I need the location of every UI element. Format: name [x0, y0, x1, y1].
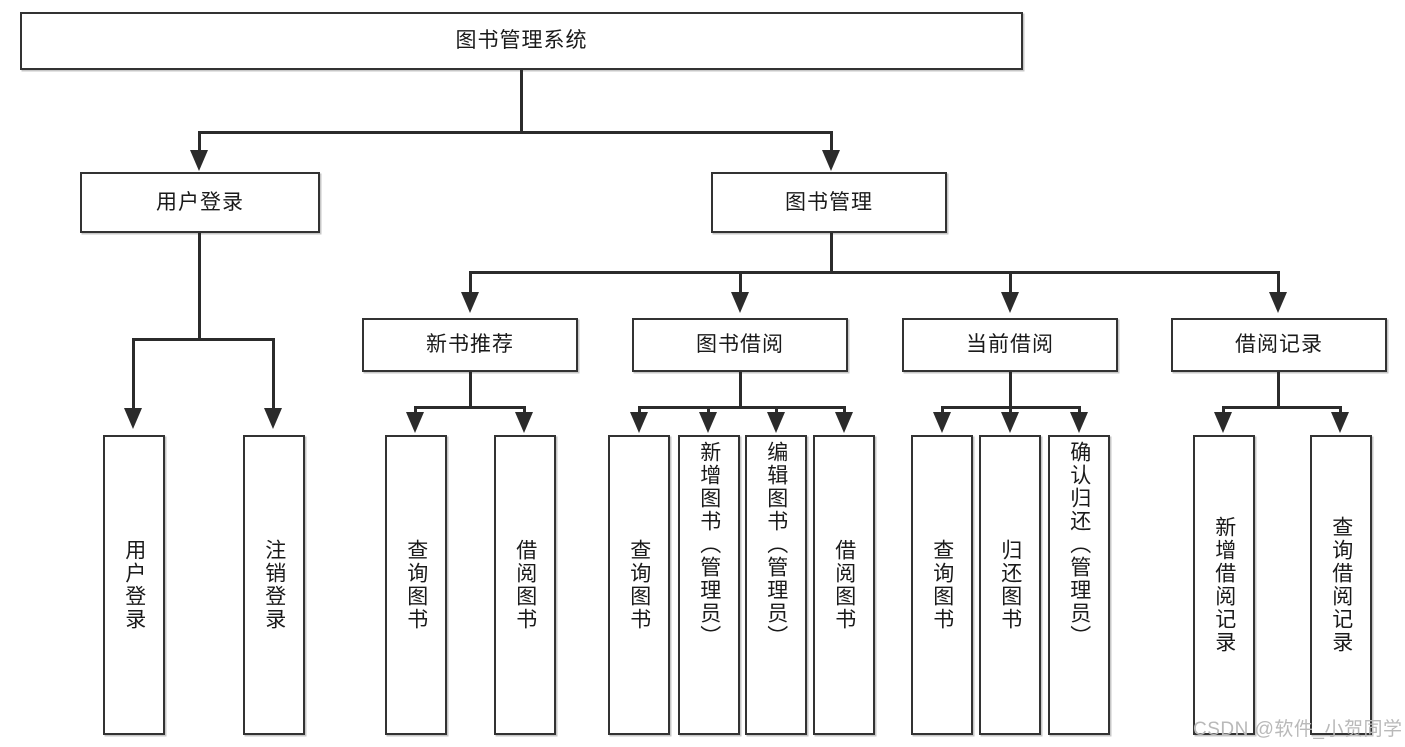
node-root[interactable]: 图书管理系统: [20, 12, 1023, 70]
arrowhead-leaf-query-record: [1331, 412, 1349, 433]
connector-borrow-record-stem: [1277, 372, 1280, 408]
leaf-query-book-1-label: 查询图书: [404, 539, 428, 631]
node-user-login-label: 用户登录: [156, 190, 244, 214]
connector-current-borrow-stem: [1009, 372, 1012, 408]
arrowhead-leaf-borrow-book-2: [835, 412, 853, 433]
connector-user-login-bus: [132, 338, 272, 341]
connector-drop-leaf-add-book: [707, 406, 710, 414]
node-book-borrow[interactable]: 图书借阅: [632, 318, 848, 372]
leaf-confirm-return-label: 确认归还（管理员）: [1067, 441, 1091, 648]
leaf-user-login[interactable]: 用户登录: [103, 435, 165, 735]
node-book-manage-label: 图书管理: [785, 190, 873, 214]
connector-drop-leaf-edit-book: [775, 406, 778, 414]
arrowhead-leaf-logout: [264, 408, 282, 429]
leaf-return-book-label: 归还图书: [998, 539, 1022, 631]
connector-drop-leaf-confirm-return: [1078, 406, 1081, 414]
connector-drop-leaf-query-book-2: [638, 406, 641, 414]
leaf-query-book-3[interactable]: 查询图书: [911, 435, 973, 735]
leaf-add-book[interactable]: 新增图书（管理员）: [678, 435, 740, 735]
leaf-borrow-book-2-label: 借阅图书: [832, 539, 856, 631]
leaf-query-book-2-label: 查询图书: [627, 539, 651, 631]
csdn-watermark: CSDN @软件_小贺同学: [1193, 719, 1403, 740]
arrowhead-leaf-query-book-1: [406, 412, 424, 433]
arrowhead-leaf-query-book-2: [630, 412, 648, 433]
connector-drop-leaf-query-book-1: [414, 406, 417, 414]
connector-root-stem: [520, 70, 523, 133]
connector-drop-leaf-query-book-3: [941, 406, 944, 414]
arrowhead-new-book: [461, 292, 479, 313]
connector-drop-book-manage: [830, 131, 833, 153]
node-borrow-record-label: 借阅记录: [1235, 333, 1323, 357]
connector-new-book-bus: [414, 406, 526, 409]
leaf-borrow-book-1[interactable]: 借阅图书: [494, 435, 556, 735]
arrowhead-current-borrow: [1001, 292, 1019, 313]
leaf-add-book-label: 新增图书（管理员）: [697, 441, 721, 648]
connector-drop-new-book: [469, 271, 472, 293]
leaf-logout[interactable]: 注销登录: [243, 435, 305, 735]
leaf-return-book[interactable]: 归还图书: [979, 435, 1041, 735]
arrowhead-leaf-add-book: [699, 412, 717, 433]
leaf-confirm-return[interactable]: 确认归还（管理员）: [1048, 435, 1110, 735]
node-new-book-recommend-label: 新书推荐: [426, 333, 514, 357]
leaf-add-record[interactable]: 新增借阅记录: [1193, 435, 1255, 735]
arrowhead-book-manage: [822, 150, 840, 171]
node-user-login[interactable]: 用户登录: [80, 172, 320, 233]
connector-new-book-stem: [469, 372, 472, 408]
connector-drop-leaf-return-book: [1009, 406, 1012, 414]
connector-user-login-stem: [198, 233, 201, 340]
node-current-borrow-label: 当前借阅: [966, 333, 1054, 357]
connector-drop-leaf-borrow-book-1: [523, 406, 526, 414]
arrowhead-leaf-borrow-book-1: [515, 412, 533, 433]
connector-drop-leaf-query-record: [1339, 406, 1342, 414]
arrowhead-leaf-edit-book: [767, 412, 785, 433]
arrowhead-leaf-query-book-3: [933, 412, 951, 433]
node-borrow-record[interactable]: 借阅记录: [1171, 318, 1387, 372]
leaf-logout-label: 注销登录: [262, 539, 286, 631]
node-book-manage[interactable]: 图书管理: [711, 172, 947, 233]
connector-book-manage-stem: [830, 233, 833, 273]
node-new-book-recommend[interactable]: 新书推荐: [362, 318, 578, 372]
leaf-query-record[interactable]: 查询借阅记录: [1310, 435, 1372, 735]
arrowhead-leaf-confirm-return: [1070, 412, 1088, 433]
connector-borrow-record-bus: [1222, 406, 1342, 409]
connector-drop-borrow-record: [1277, 271, 1280, 293]
node-root-label: 图书管理系统: [455, 29, 588, 53]
arrowhead-borrow-record: [1269, 292, 1287, 313]
arrowhead-leaf-user-login: [124, 408, 142, 429]
connector-book-borrow-bus: [638, 406, 846, 409]
leaf-query-record-label: 查询借阅记录: [1329, 516, 1353, 654]
leaf-borrow-book-2[interactable]: 借阅图书: [813, 435, 875, 735]
arrowhead-leaf-return-book: [1001, 412, 1019, 433]
leaf-add-record-label: 新增借阅记录: [1212, 516, 1236, 654]
leaf-borrow-book-1-label: 借阅图书: [513, 539, 537, 631]
connector-drop-current-borrow: [1009, 271, 1012, 293]
arrowhead-user-login: [190, 150, 208, 171]
connector-book-borrow-stem: [739, 372, 742, 408]
node-current-borrow[interactable]: 当前借阅: [902, 318, 1118, 372]
connector-level2-bus: [469, 271, 1280, 274]
connector-drop-leaf-add-record: [1222, 406, 1225, 414]
leaf-query-book-2[interactable]: 查询图书: [608, 435, 670, 735]
connector-drop-user-login: [198, 131, 201, 153]
arrowhead-book-borrow: [731, 292, 749, 313]
arrowhead-leaf-add-record: [1214, 412, 1232, 433]
connector-drop-leaf-user-login: [132, 338, 135, 410]
leaf-edit-book[interactable]: 编辑图书（管理员）: [745, 435, 807, 735]
leaf-query-book-3-label: 查询图书: [930, 539, 954, 631]
leaf-edit-book-label: 编辑图书（管理员）: [764, 441, 788, 648]
connector-drop-leaf-borrow-book-2: [843, 406, 846, 414]
leaf-query-book-1[interactable]: 查询图书: [385, 435, 447, 735]
connector-drop-book-borrow: [739, 271, 742, 293]
connector-level1-bus: [198, 131, 832, 134]
node-book-borrow-label: 图书借阅: [696, 333, 784, 357]
connector-drop-leaf-logout: [272, 338, 275, 410]
leaf-user-login-label: 用户登录: [122, 539, 146, 631]
